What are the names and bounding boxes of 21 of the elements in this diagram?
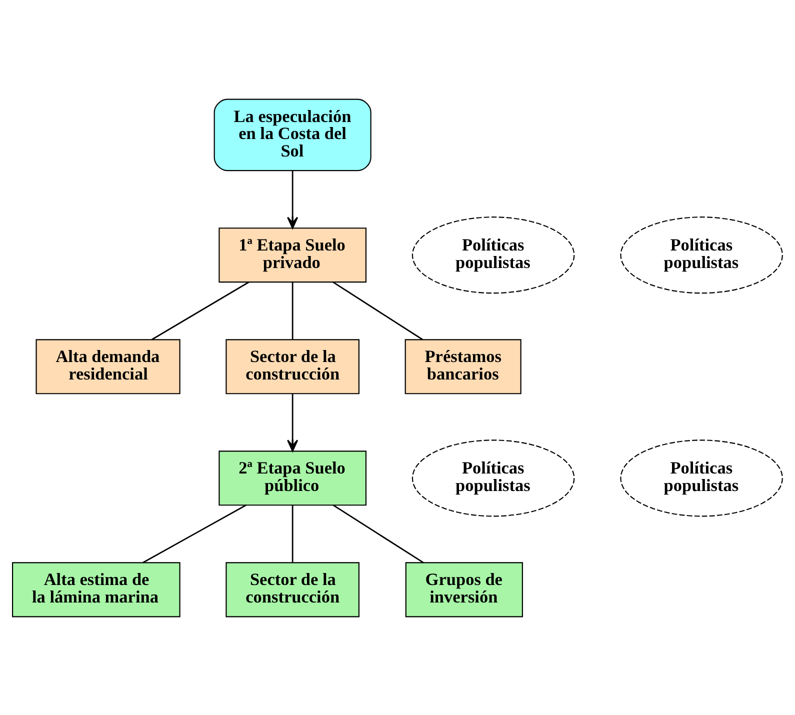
node-box: Préstamos bancarios: [404, 338, 522, 394]
connector: [142, 504, 246, 563]
connector: [332, 281, 424, 340]
node-ellipse: Políticas populistas: [620, 216, 783, 294]
node-box: La especulación en la Costa del Sol: [214, 98, 372, 171]
node-box: Sector de la construcción: [226, 562, 360, 617]
node-box: Sector de la construcción: [226, 338, 360, 394]
arrow: [287, 393, 298, 452]
node-ellipse: Políticas populistas: [412, 439, 575, 516]
connector: [332, 504, 424, 563]
node-box: 2ª Etapa Suelo público: [218, 450, 366, 506]
connector: [151, 280, 250, 340]
node-ellipse: Políticas populistas: [412, 216, 575, 294]
node-box: Alta demanda residencial: [36, 338, 180, 394]
node-box: Alta estima de la lámina marina: [12, 562, 180, 617]
node-box: Grupos de inversión: [405, 562, 523, 617]
connector: [292, 504, 294, 562]
node-box: 1ª Etapa Suelo privado: [218, 227, 366, 282]
node-ellipse: Políticas populistas: [620, 439, 783, 516]
arrow: [287, 170, 298, 228]
connector: [292, 282, 294, 339]
